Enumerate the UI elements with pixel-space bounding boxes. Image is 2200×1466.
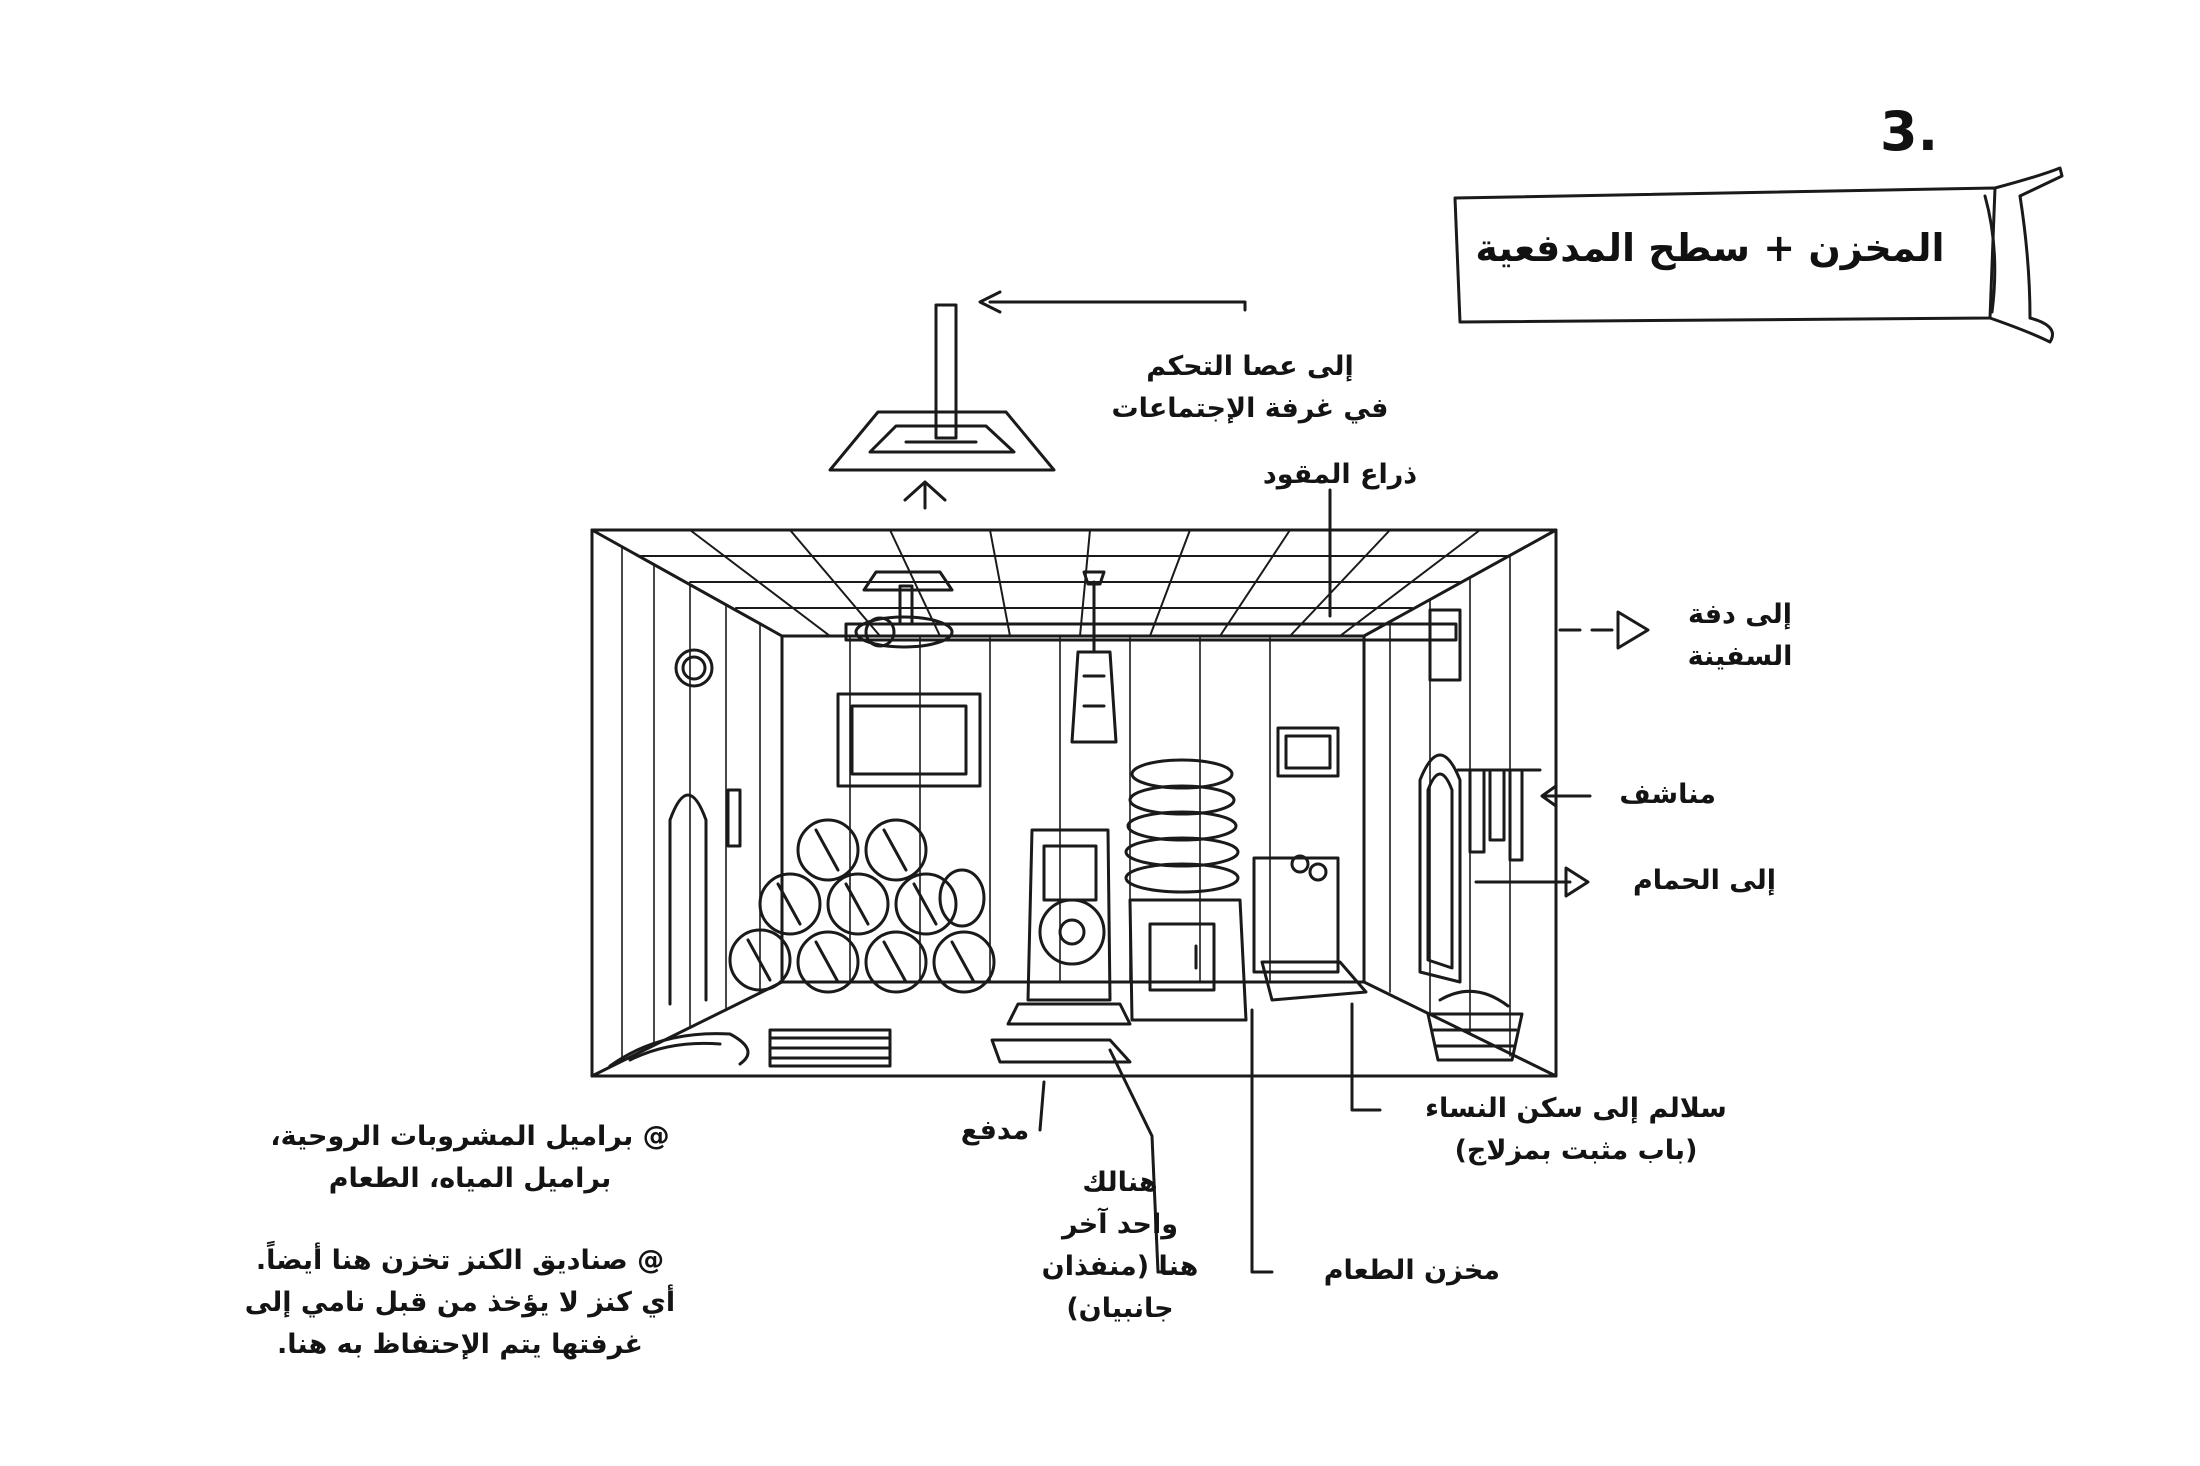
- label-cannon: مدفع: [960, 1115, 1030, 1146]
- page-title: المخزن + سطح المدفعية: [1475, 226, 1945, 270]
- basket: [1426, 989, 1524, 1062]
- cannon-leader: [1038, 1080, 1046, 1132]
- food-storage-cabinet: [1250, 854, 1368, 1274]
- label-food-storage: مخزن الطعام: [1323, 1255, 1500, 1286]
- note-barrels: @ براميل المشروبات الروحية، براميل الميا…: [270, 1121, 670, 1194]
- label-stairs: سلالم إلى سكن النساء (باب مثبت بمزلاج): [1425, 1093, 1727, 1166]
- barrels-stack: [728, 818, 996, 994]
- left-wall-fixtures: [668, 648, 742, 1006]
- label-to-bathroom: إلى الحمام: [1633, 865, 1776, 896]
- right-wall-door: [1418, 753, 1592, 984]
- title-scroll: [1453, 166, 2064, 344]
- floor-items: [608, 1028, 892, 1068]
- note-treasure: @ صناديق الكنز تخزن هنا أيضاً. أي كنز لا…: [244, 1245, 676, 1360]
- page-number: .3: [1880, 100, 1939, 163]
- another-one-leader: [1108, 1048, 1178, 1274]
- label-control-stick: إلى عصا التحكم في غرفة الإجتماعات: [1111, 351, 1389, 424]
- cannon: [990, 828, 1132, 1064]
- hanging-lantern: [1070, 570, 1118, 744]
- rope-coil: [1124, 758, 1248, 1022]
- ceiling-grid: [639, 529, 1509, 637]
- label-to-rudder: إلى دفة السفينة: [1687, 599, 1793, 672]
- label-steering-arm: ذراع المقود: [1262, 459, 1418, 490]
- control-stick-hatch: [828, 290, 1247, 510]
- stairs-leader: [1350, 1002, 1382, 1112]
- label-another-one: هنالك واحد آخر هنا (منفذان جانبيان): [1041, 1167, 1199, 1324]
- label-towels: مناشف: [1619, 779, 1716, 810]
- steering-arm-beam: [844, 488, 1650, 682]
- room-box: [590, 528, 1558, 1078]
- wall-pictures: [836, 692, 1340, 788]
